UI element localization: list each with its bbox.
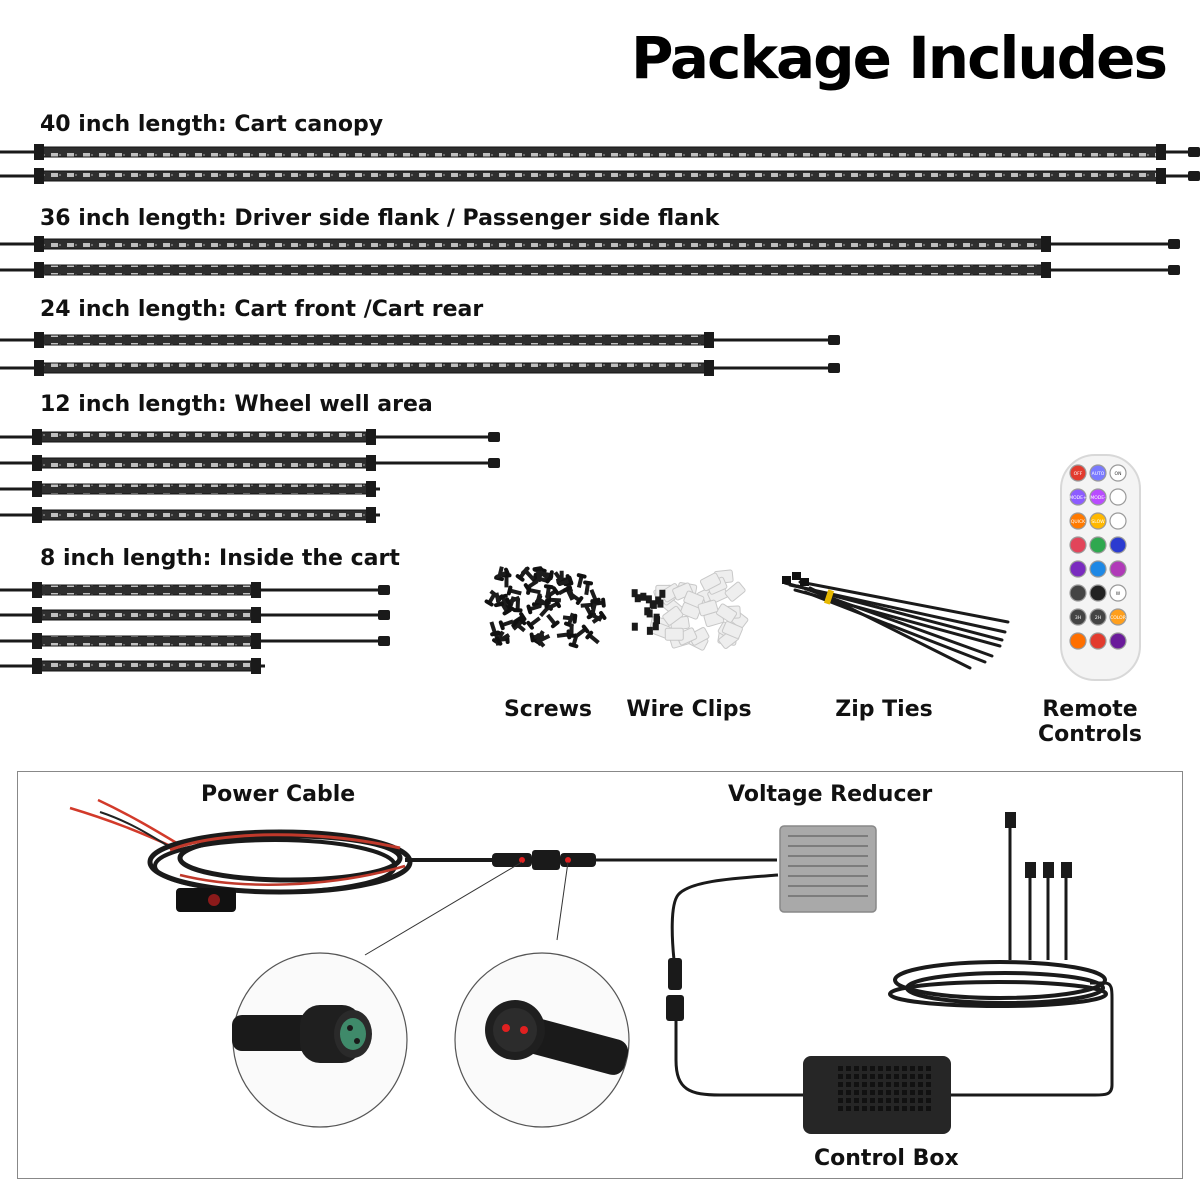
label-power-cable: Power Cable [201, 782, 356, 807]
remote-button [1109, 536, 1127, 554]
remote-control-image: OFF AUTO ON MODE+MODE- QUICK SLOW W 3H 2H COLOR [1060, 454, 1141, 681]
section-label-40in: 40 inch length: Cart canopy [40, 112, 384, 137]
remote-button [1089, 632, 1107, 650]
remote-button [1069, 560, 1087, 578]
page-title: Package Includes [630, 24, 1168, 92]
zip-ties-image [782, 572, 1010, 670]
led-strip [0, 658, 265, 674]
remote-button: QUICK [1069, 512, 1087, 530]
remote-button [1109, 488, 1127, 506]
led-strip [0, 633, 390, 649]
remote-button [1069, 536, 1087, 554]
remote-button: W [1109, 584, 1127, 602]
led-strip [0, 455, 500, 471]
remote-button-label: ON [1115, 471, 1122, 477]
remote-button-label: AUTO [1092, 471, 1105, 477]
remote-button-label: QUICK [1071, 519, 1086, 525]
remote-button: MODE- [1089, 488, 1107, 506]
section-label-8in: 8 inch length: Inside the cart [40, 546, 400, 571]
section-label-24in: 24 inch length: Cart front /Cart rear [40, 297, 484, 322]
remote-button: 2H [1089, 608, 1107, 626]
label-control-box: Control Box [814, 1146, 959, 1171]
led-strip [0, 429, 500, 445]
remote-button [1089, 536, 1107, 554]
output-splitter-image [888, 812, 1114, 1097]
remote-button-label: MODE+ [1069, 495, 1087, 501]
female-connector-closeup [232, 952, 408, 1128]
remote-button [1109, 560, 1127, 578]
remote-button: SLOW [1089, 512, 1107, 530]
power-cable-image [69, 798, 495, 912]
led-strip [0, 144, 1200, 160]
led-strip [0, 262, 1180, 278]
led-strip [0, 481, 380, 497]
label-voltage-reducer: Voltage Reducer [728, 782, 933, 807]
led-strip [0, 582, 390, 598]
remote-button [1069, 632, 1087, 650]
remote-button-label: W [1116, 591, 1121, 597]
led-strip [0, 507, 380, 523]
led-strip [0, 607, 390, 623]
remote-button: 3H [1069, 608, 1087, 626]
control-box-image [803, 1056, 951, 1134]
remote-button: AUTO [1089, 464, 1107, 482]
remote-button [1089, 560, 1107, 578]
remote-button: ON [1109, 464, 1127, 482]
led-strip [0, 168, 1200, 184]
remote-button: OFF [1069, 464, 1087, 482]
remote-button-label: SLOW [1091, 519, 1105, 525]
label-screws: Screws [503, 697, 593, 722]
led-strip [0, 236, 1180, 252]
section-label-36in: 36 inch length: Driver side flank / Pass… [40, 206, 720, 231]
voltage-reducer-image [666, 825, 877, 1097]
led-strips-group [0, 144, 1200, 674]
led-strip [0, 332, 840, 348]
remote-button: COLOR [1109, 608, 1127, 626]
remote-button-label: COLOR [1110, 615, 1126, 621]
connector-pair [364, 850, 777, 956]
section-label-12in: 12 inch length: Wheel well area [40, 392, 433, 417]
remote-button [1109, 632, 1127, 650]
remote-button-label: MODE- [1090, 495, 1106, 501]
screws-image [484, 566, 607, 649]
label-wire-clips: Wire Clips [626, 697, 752, 722]
remote-button [1109, 512, 1127, 530]
label-remote-controls: Remote Controls [1037, 697, 1143, 747]
male-connector-closeup [454, 952, 630, 1128]
label-zip-ties: Zip Ties [835, 697, 933, 722]
remote-button-label: OFF [1074, 471, 1083, 477]
wiring-diagram-box [17, 771, 1183, 1179]
remote-button-label: 3H [1075, 615, 1081, 621]
led-strip [0, 360, 840, 376]
remote-button [1069, 584, 1087, 602]
remote-button: MODE+ [1069, 488, 1087, 506]
remote-button-label: 2H [1095, 615, 1101, 621]
remote-button [1089, 584, 1107, 602]
wire-clips-image [631, 569, 749, 651]
